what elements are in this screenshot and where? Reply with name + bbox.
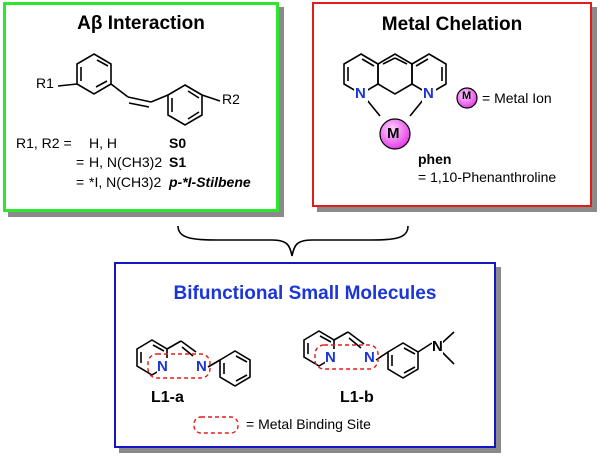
row-val-0: H, H <box>89 135 117 151</box>
metal-chelation-panel: Metal Chelation N N M M = Metal Ion phe <box>312 2 592 207</box>
l1b-label: L1-b <box>340 389 374 406</box>
l1b-n-pyridine: N <box>325 349 336 366</box>
phenanthroline-structure <box>343 53 478 150</box>
binding-site-a <box>147 353 211 379</box>
bifunctional-panel-title: Bifunctional Small Molecules <box>173 283 437 304</box>
phen-n-left: N <box>355 85 366 102</box>
metal-atom-circle <box>379 118 411 150</box>
row-val-1: H, N(CH3)2 <box>89 154 163 170</box>
bifunctional-structures <box>136 330 455 434</box>
l1a-n-imine: N <box>196 358 207 375</box>
row-lead-1: = <box>76 154 85 170</box>
r1-label: R1 <box>36 75 54 91</box>
row-name-2: p-*I-Stilbene <box>169 174 251 190</box>
row-name-0: S0 <box>169 135 187 151</box>
l1a-n-pyridine: N <box>157 358 168 375</box>
l1b-n-amine: N <box>432 338 443 355</box>
r2-label: R2 <box>222 91 240 107</box>
metal-panel-title: Metal Chelation <box>381 14 523 35</box>
phen-description: = 1,10-Phenanthroline <box>418 169 557 185</box>
l1b-n-imine: N <box>364 349 375 366</box>
metal-m-label: M <box>387 125 400 142</box>
curly-brace-connector <box>177 225 409 257</box>
abeta-interaction-panel: Aβ Interaction R1 R2 R1, R2 = H, H S0 = … <box>3 2 279 212</box>
phen-n-right: N <box>423 85 434 102</box>
row-val-2: *I, N(CH3)2 <box>89 174 162 190</box>
metal-legend-m: M <box>462 90 472 102</box>
metal-legend-text: = Metal Ion <box>482 90 552 106</box>
binding-site-b <box>314 344 379 370</box>
binding-site-legend-shape <box>193 416 239 434</box>
row-name-1: S1 <box>169 154 187 170</box>
stilbene-structure <box>57 53 221 126</box>
row-lead-0: R1, R2 = <box>16 135 72 151</box>
binding-site-legend-text: = Metal Binding Site <box>246 416 371 432</box>
metal-legend-circle <box>456 87 478 109</box>
bifunctional-molecules-panel: Bifunctional Small Molecules <box>114 262 496 448</box>
abeta-panel-title: Aβ Interaction <box>77 13 205 34</box>
phen-name: phen <box>418 151 452 167</box>
row-lead-2: = <box>76 174 85 190</box>
l1a-label: L1-a <box>151 389 184 406</box>
